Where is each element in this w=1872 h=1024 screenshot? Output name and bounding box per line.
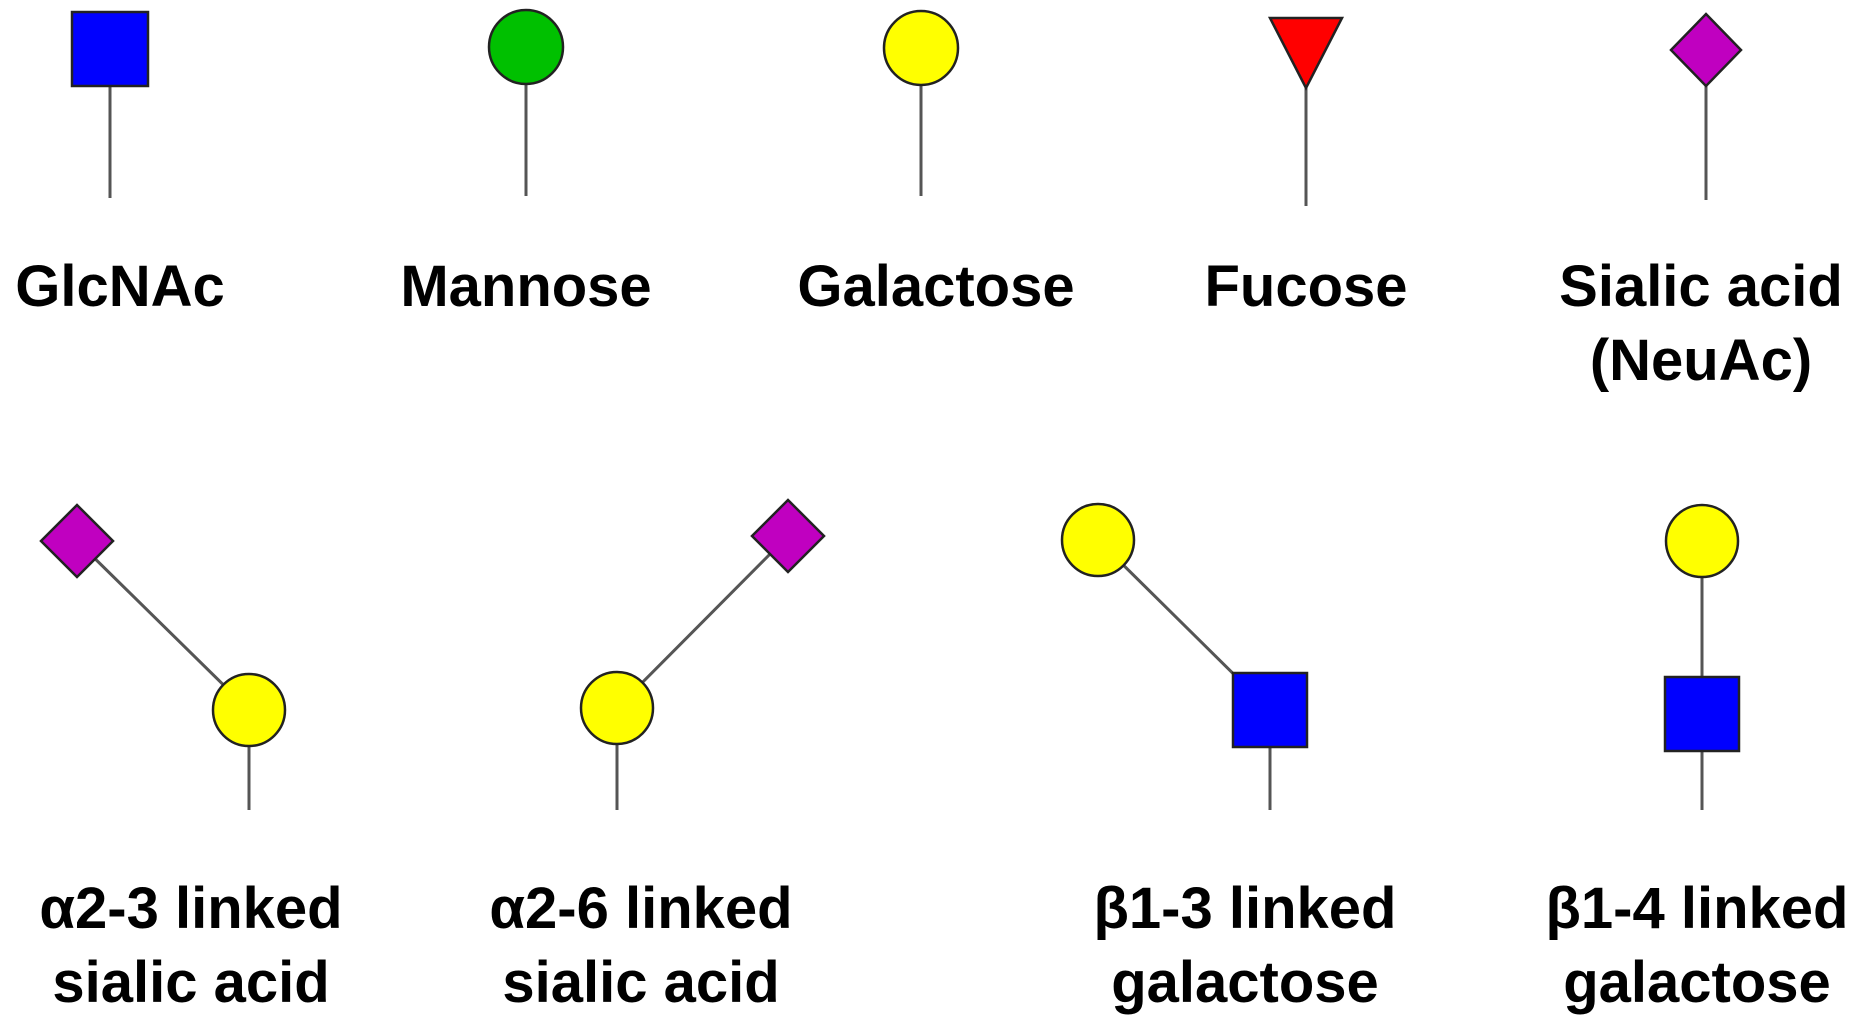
label-line: β1-3 linked: [1093, 876, 1397, 941]
fucose-symbol: [1267, 16, 1345, 206]
label-line: Galactose: [797, 254, 1075, 319]
legend-label-mannose: Mannose: [376, 250, 676, 324]
label-line: Mannose: [400, 254, 652, 319]
label-line: galactose: [1111, 950, 1379, 1015]
label-line: α2-3 linked: [39, 876, 343, 941]
beta1-4-galactose-linkage: [1663, 503, 1741, 810]
label-line: β1-4 linked: [1545, 876, 1849, 941]
label-line: Sialic acid: [1559, 254, 1843, 319]
galactose-circle: [579, 670, 655, 746]
label-line: α2-6 linked: [489, 876, 793, 941]
sialic-acid-symbol: [1669, 12, 1743, 200]
sialic-acid-diamond: [39, 503, 115, 579]
alpha2-3-sialic-linkage: [39, 503, 287, 810]
glcnac-symbol: [70, 10, 150, 198]
legend-label-sialic-acid: Sialic acid (NeuAc): [1531, 250, 1871, 398]
glcnac-square: [1231, 671, 1309, 749]
label-line: GlcNAc: [15, 254, 225, 319]
galactose-circle: [211, 672, 287, 748]
label-line: sialic acid: [502, 950, 780, 1015]
linkage-label-alpha2-6: α2-6 linked sialic acid: [466, 872, 816, 1020]
beta1-3-galactose-linkage: [1060, 502, 1309, 810]
label-line: Fucose: [1204, 254, 1408, 319]
mannose-symbol: [487, 8, 565, 196]
galactose-symbol: [882, 9, 960, 196]
linkage-label-beta1-3: β1-3 linked galactose: [1070, 872, 1420, 1020]
label-line: sialic acid: [52, 950, 330, 1015]
alpha2-6-sialic-linkage: [579, 498, 826, 810]
legend-label-fucose: Fucose: [1176, 250, 1436, 324]
linkage-label-alpha2-3: α2-3 linked sialic acid: [16, 872, 366, 1020]
label-line: (NeuAc): [1589, 328, 1813, 393]
label-line: galactose: [1563, 950, 1831, 1015]
linkage-label-beta1-4: β1-4 linked galactose: [1522, 872, 1872, 1020]
legend-label-glcnac: GlcNAc: [0, 250, 240, 324]
legend-label-galactose: Galactose: [771, 250, 1101, 324]
sialic-acid-diamond: [750, 498, 826, 574]
galactose-circle: [1060, 502, 1136, 578]
glcnac-square: [1663, 675, 1741, 753]
galactose-circle: [1664, 503, 1740, 579]
